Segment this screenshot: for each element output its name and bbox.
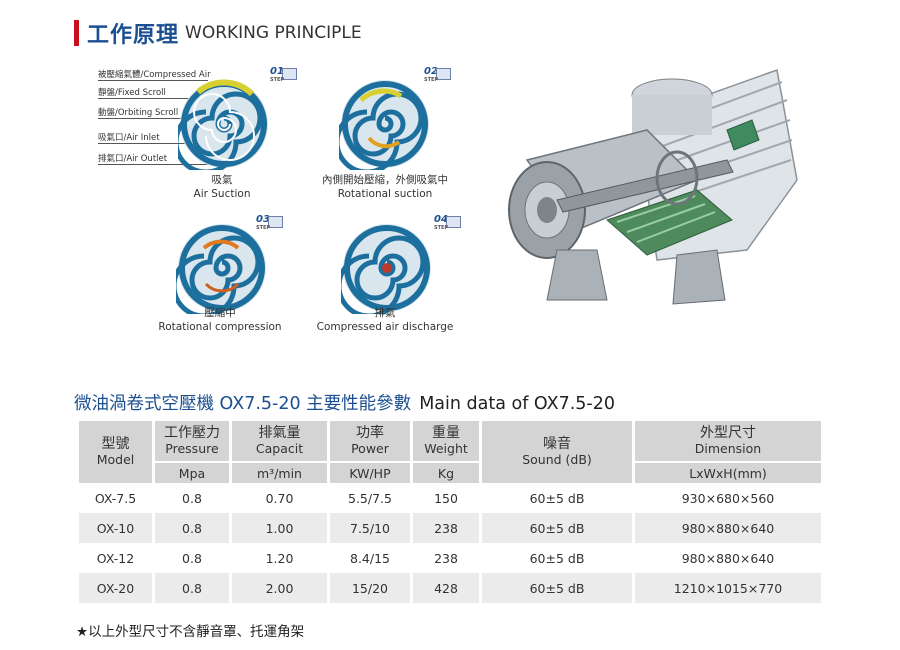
cell-power: 7.5/10	[330, 513, 410, 543]
cell-pressure: 0.8	[182, 490, 202, 506]
cell-power: 15/20	[330, 573, 410, 603]
cell-pressure: 0.8	[155, 513, 229, 543]
step-4-zh: 排氣	[374, 307, 396, 319]
unit-dimension: LxWxH(mm)	[635, 461, 821, 483]
header-title-en: WORKING PRINCIPLE	[185, 23, 362, 43]
footnote: ★以上外型尺寸不含靜音罩、托運角架	[76, 624, 305, 640]
cell-weight: 428	[413, 573, 479, 603]
cell-power: 8.4/15	[350, 550, 390, 566]
step-1-en: Air Suction	[193, 188, 251, 200]
step-1-zh: 吸氣	[211, 174, 233, 186]
step-2-zh: 內側開始壓縮，外側吸氣中	[322, 174, 448, 186]
cell-dimension: 980×880×640	[635, 513, 821, 543]
leader-line	[98, 80, 208, 81]
unit-pressure: Mpa	[155, 461, 229, 483]
spec-title-en: Main data of OX7.5-20	[419, 394, 615, 414]
leader-line	[98, 164, 216, 165]
leader-line	[98, 143, 190, 144]
cell-model: OX-12	[96, 550, 135, 566]
label-compressed-air: 被壓縮氣體/Compressed Air	[98, 70, 211, 80]
unit-power: KW/HP	[330, 461, 410, 483]
table-unit-row: Mpa m³/min KW/HP Kg LxWxH(mm)	[79, 461, 821, 483]
cell-model: OX-10	[79, 513, 152, 543]
step-3-zh: 壓縮中	[204, 307, 236, 319]
compressor-cutaway-illustration	[497, 60, 807, 334]
cell-sound: 60±5 dB	[482, 513, 632, 543]
label-orbiting-scroll: 動盤/Orbiting Scroll	[98, 108, 179, 118]
cell-dimension: 980×880×640	[681, 550, 775, 566]
scroll-diagram-step-4	[341, 222, 433, 314]
unit-capacity: m³/min	[232, 461, 327, 483]
cell-power: 5.5/7.5	[348, 490, 392, 506]
cell-weight: 238	[413, 513, 479, 543]
table-row: OX-12 0.8 1.20 8.4/15 238 60±5 dB 980×88…	[79, 543, 821, 573]
cell-capacity: 1.00	[232, 513, 327, 543]
cell-sound: 60±5 dB	[529, 550, 585, 566]
cell-weight: 150	[434, 490, 458, 506]
section-header: 工作原理 WORKING PRINCIPLE	[74, 18, 362, 48]
cell-sound: 60±5 dB	[529, 490, 585, 506]
step-3-caption: 壓縮中 Rotational compression	[150, 306, 290, 334]
cell-pressure: 0.8	[182, 550, 202, 566]
step-2-en: Rotational suction	[337, 188, 433, 200]
cell-sound: 60±5 dB	[482, 573, 632, 603]
cell-model: OX-7.5	[94, 490, 137, 506]
label-air-inlet: 吸氣口/Air Inlet	[98, 133, 160, 143]
spec-title-zh: 微油渦卷式空壓機 OX7.5-20 主要性能參數	[74, 394, 412, 414]
step-1-caption: 吸氣 Air Suction	[170, 173, 274, 201]
cell-capacity: 0.70	[265, 490, 294, 506]
spec-section-title: 微油渦卷式空壓機 OX7.5-20 主要性能參數 Main data of OX7…	[74, 390, 615, 415]
leader-line	[98, 98, 203, 99]
cell-capacity: 1.20	[265, 550, 294, 566]
scroll-diagram-step-2	[339, 78, 431, 170]
label-air-outlet: 排氣口/Air Outlet	[98, 154, 168, 164]
scroll-diagram-step-3	[176, 222, 268, 314]
scroll-diagram-step-1	[178, 78, 270, 170]
step-4-en: Compressed air discharge	[316, 321, 454, 333]
cell-pressure: 0.8	[155, 573, 229, 603]
step-3-en: Rotational compression	[158, 321, 282, 333]
cell-dimension: 1210×1015×770	[635, 573, 821, 603]
table-row: OX-20 0.8 2.00 15/20 428 60±5 dB 1210×10…	[79, 573, 821, 603]
header-title-zh: 工作原理	[87, 23, 180, 48]
cell-model: OX-20	[79, 573, 152, 603]
table-row: OX-7.5 0.8 0.70 5.5/7.5 150 60±5 dB 930×…	[79, 483, 821, 513]
label-fixed-scroll: 靜盤/Fixed Scroll	[98, 88, 166, 98]
accent-bar	[74, 20, 79, 46]
cell-weight: 238	[434, 550, 458, 566]
step-2-caption: 內側開始壓縮，外側吸氣中 Rotational suction	[300, 173, 470, 201]
step-4-caption: 排氣 Compressed air discharge	[310, 306, 460, 334]
unit-weight: Kg	[413, 461, 479, 483]
cell-dimension: 930×680×560	[681, 490, 775, 506]
cell-capacity: 2.00	[232, 573, 327, 603]
leader-line	[98, 118, 193, 119]
table-row: OX-10 0.8 1.00 7.5/10 238 60±5 dB 980×88…	[79, 513, 821, 543]
